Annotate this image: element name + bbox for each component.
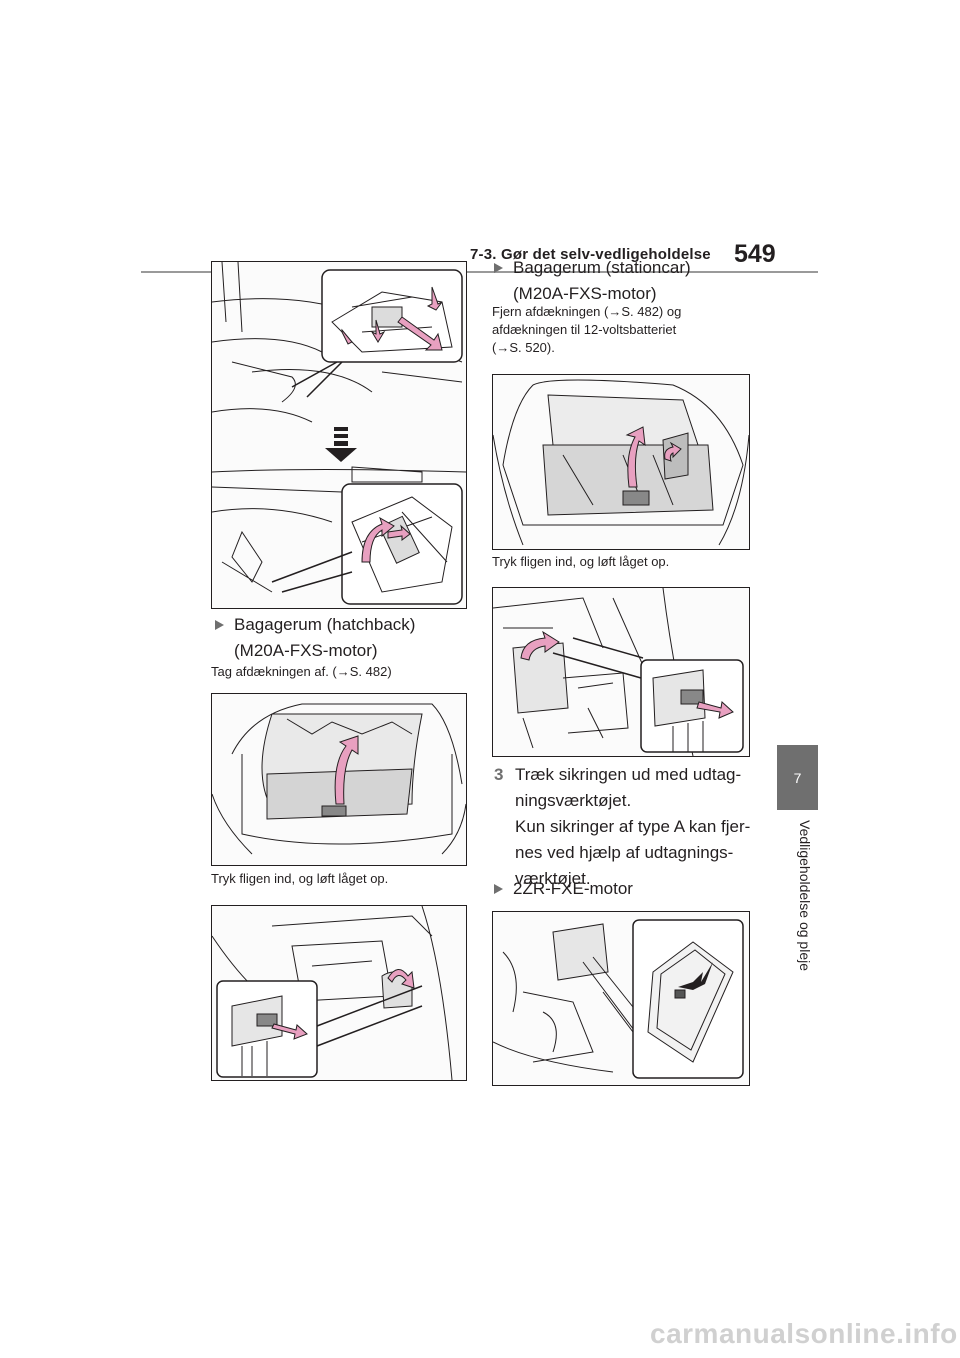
stationcar-instruction-line3: (→S. 520). [492,340,555,355]
stationcar-instruction: Fjern afdækningen (→S. 482) og afdækning… [492,303,762,357]
step-3: 3 Træk sikringen ud med udtag- ningsværk… [494,762,764,892]
chapter-title: Vedligeholdelse og pleje [797,820,813,972]
page-number: 549 [734,240,776,268]
stationcar-instruction-line1: Fjern afdækningen (→S. 482) og [492,304,682,319]
step-line2: ningsværktøjet. [515,791,632,810]
figure-hatchback-trunk [211,693,467,866]
bullet-triangle-icon [494,263,503,273]
figure-dashboard-fusebox [211,261,467,609]
step-line1: Træk sikringen ud med udtag- [515,765,742,784]
chapter-number: 7 [793,769,802,786]
section-title: 7-3. Gør det selv-vedligeholdelse [470,246,711,263]
hatchback-instruction: Tag afdækningen af. (→S. 482) [211,664,392,679]
engine-heading-text: 2ZR-FXE-motor [513,879,633,898]
hatchback-heading-line1: Bagagerum (hatchback) [234,615,416,634]
step-number: 3 [494,765,504,784]
step-line5: værktøjet. [515,869,591,888]
step-line3: Kun sikringer af type A kan fjer- [515,817,751,836]
figure-engine-fusebox [492,911,750,1086]
step-line4: nes ved hjælp af udtagnings- [515,843,734,862]
stationcar-instruction-line2: afdækningen til 12-voltsbatteriet [492,322,677,337]
hatchback-heading-line2: (M20A-FXS-motor) [234,641,378,660]
bullet-triangle-icon [215,620,224,630]
figure-stationcar-trunk [492,374,750,550]
chapter-tab: 7 [777,745,818,810]
stationcar-heading: Bagagerum (stationcar) (M20A-FXS-motor) [494,255,764,307]
stationcar-heading-line1: Bagagerum (stationcar) [513,258,691,277]
figure-hatchback-battery [211,905,467,1081]
hatchback-caption: Tryk fligen ind, og løft låget op. [211,871,389,886]
stationcar-caption: Tryk fligen ind, og løft låget op. [492,554,670,569]
engine-heading: 2ZR-FXE-motor [494,876,744,902]
down-arrow-icon [325,427,357,462]
bullet-triangle-icon [494,884,503,894]
figure-stationcar-battery [492,587,750,757]
watermark: carmanualsonline.info [650,1318,958,1349]
stationcar-heading-line2: (M20A-FXS-motor) [513,284,657,303]
hatchback-heading: Bagagerum (hatchback) (M20A-FXS-motor) [215,612,465,664]
header-divider [141,271,818,273]
